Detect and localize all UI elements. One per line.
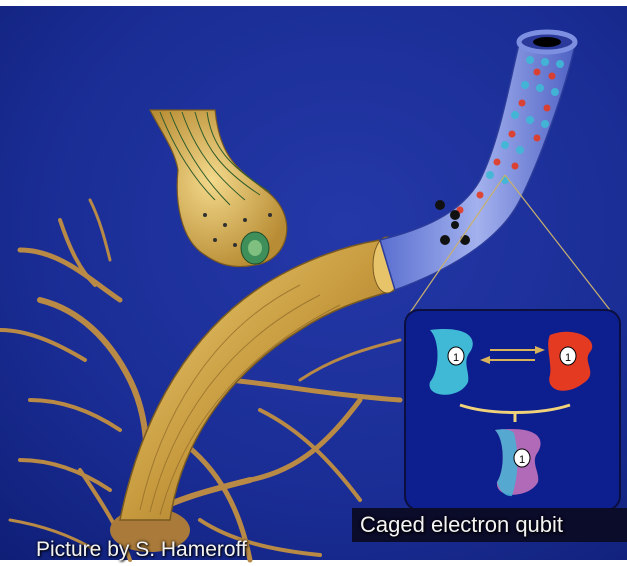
credit-caption: Picture by S. Hameroff <box>36 538 247 562</box>
qubit-inset: 1 1 1 <box>405 310 620 510</box>
svg-text:1: 1 <box>565 352 571 364</box>
svg-text:1: 1 <box>519 454 525 466</box>
svg-text:1: 1 <box>453 352 459 364</box>
qubit-caption: Caged electron qubit <box>360 512 563 538</box>
